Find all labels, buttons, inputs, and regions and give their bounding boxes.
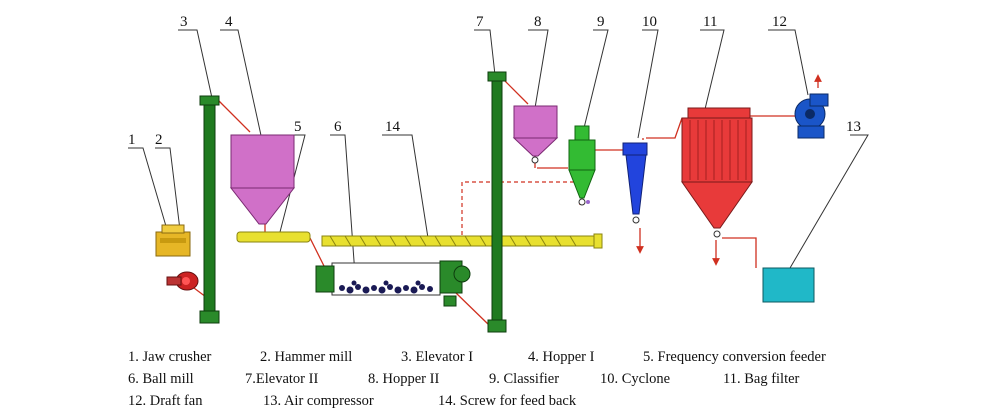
legend-item: 9. Classifier — [489, 371, 560, 387]
hopper-ii — [512, 105, 559, 164]
label-13: 13 — [846, 119, 861, 135]
legend-item: 13. Air compressor — [263, 393, 374, 409]
hammer-mill — [166, 271, 199, 291]
component-number-labels: 1 2 3 4 5 6 7 8 9 10 11 12 13 14 — [128, 14, 861, 148]
legend-item: 12. Draft fan — [128, 393, 203, 409]
dashed-return-line — [461, 181, 575, 242]
cyclone — [622, 142, 648, 224]
label-5: 5 — [294, 119, 302, 135]
process-flow-diagram: 1 2 3 4 5 6 7 8 9 10 11 12 13 14 — [128, 14, 869, 333]
bag-filter — [681, 107, 753, 238]
label-3: 3 — [180, 14, 188, 30]
draft-fan — [794, 93, 829, 139]
label-1: 1 — [128, 132, 136, 148]
label-10: 10 — [642, 14, 657, 30]
label-14: 14 — [385, 119, 401, 135]
legend-item: 3. Elevator I — [401, 349, 474, 365]
label-11: 11 — [703, 14, 717, 30]
label-12: 12 — [772, 14, 787, 30]
hopper-i — [229, 134, 296, 225]
legend-item: 5. Frequency conversion feeder — [643, 349, 826, 365]
legend-item: 6. Ball mill — [128, 371, 194, 387]
label-7: 7 — [476, 14, 484, 30]
jaw-crusher — [155, 224, 191, 257]
label-4: 4 — [225, 14, 233, 30]
screw-for-feed-back — [321, 233, 603, 249]
label-9: 9 — [597, 14, 605, 30]
label-8: 8 — [534, 14, 542, 30]
legend-item: 14. Screw for feed back — [438, 393, 577, 409]
label-6: 6 — [334, 119, 342, 135]
legend-item: 4. Hopper I — [528, 349, 595, 365]
legend-item: 10. Cyclone — [600, 371, 671, 387]
legend-item: 7.Elevator II — [245, 371, 319, 387]
legend-item: 1. Jaw crusher — [128, 349, 212, 365]
legend-item: 11. Bag filter — [723, 371, 800, 387]
air-compressor — [762, 267, 815, 303]
legend-row-1: 1. Jaw crusher 2. Hammer mill 3. Elevato… — [128, 346, 988, 368]
legend-item: 8. Hopper II — [368, 371, 440, 387]
legend-row-2: 6. Ball mill 7.Elevator II 8. Hopper II … — [128, 368, 988, 390]
component-legend: 1. Jaw crusher 2. Hammer mill 3. Elevato… — [128, 346, 988, 412]
classifier — [568, 125, 596, 206]
elevator-i — [199, 95, 220, 324]
label-2: 2 — [155, 132, 163, 148]
legend-row-3: 12. Draft fan 13. Air compressor 14. Scr… — [128, 390, 988, 412]
legend-item: 2. Hammer mill — [260, 349, 353, 365]
frequency-conversion-feeder — [236, 231, 311, 243]
elevator-ii — [487, 71, 507, 333]
ball-mill — [315, 260, 471, 307]
leader-lines — [128, 29, 869, 276]
